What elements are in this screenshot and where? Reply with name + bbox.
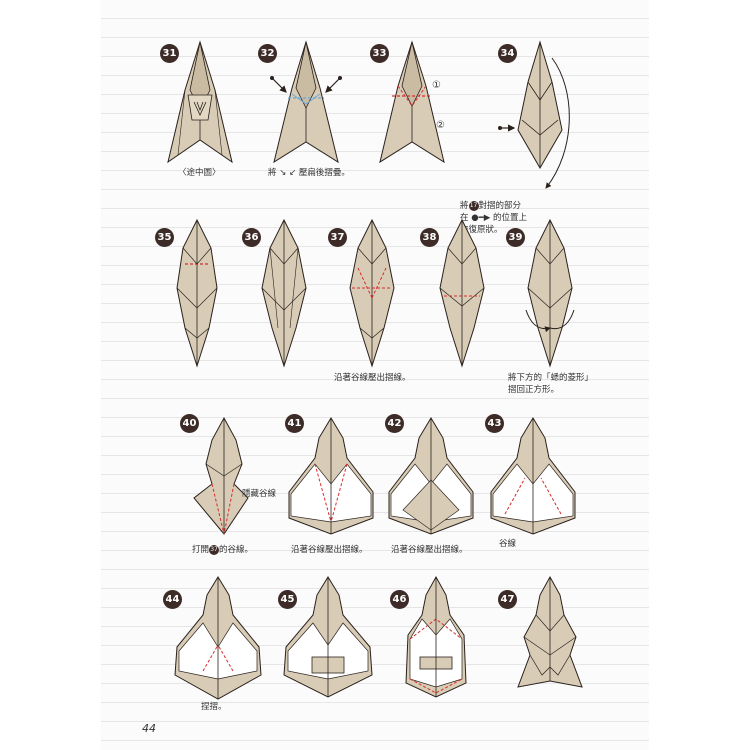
step-37-caption: 沿著谷線壓出摺線。 (334, 373, 411, 383)
caption-text: 對摺的部分 (478, 201, 522, 211)
caption-text: 打開 (192, 545, 210, 555)
step-42-caption: 沿著谷線壓出摺線。 (391, 545, 468, 555)
caption-line-3: 恢復原狀。 (460, 225, 503, 235)
step-number-badge: 44 (163, 590, 182, 609)
step-40-side-label: 隱藏谷線 (242, 489, 277, 499)
caption-line-2: 摺回正方形。 (508, 385, 560, 395)
step-number-badge: 42 (385, 414, 404, 433)
step-number-badge: 39 (506, 228, 525, 247)
step-ref-badge: 37 (209, 544, 220, 555)
step-44-caption: 捏摺。 (201, 702, 227, 712)
origami-figure-36 (261, 218, 307, 368)
step-number-badge: 36 (242, 228, 261, 247)
step-number-badge: 35 (155, 228, 174, 247)
caption-line-1: 將17對摺的部分 (460, 200, 527, 212)
step-number-badge: 32 (258, 44, 277, 63)
origami-figure-44 (174, 576, 262, 700)
origami-figure-47 (517, 575, 583, 688)
step-31-caption: 〈途中圖〉 (178, 168, 221, 178)
origami-figure-39 (525, 218, 575, 368)
origami-figure-34 (498, 40, 570, 189)
step-number-badge: 45 (278, 590, 297, 609)
caption-prefix: 將 (268, 168, 277, 178)
origami-figure-40 (193, 416, 249, 535)
origami-figure-45 (283, 576, 373, 698)
origami-figure-43 (490, 417, 576, 535)
origami-figure-33 (379, 40, 445, 164)
step-34-caption: 將17對摺的部分 在 ●━▶ 的位置上 恢復原狀。 (460, 200, 527, 236)
step-41-caption: 沿著谷線壓出摺線。 (291, 545, 368, 555)
origami-figure-41 (288, 417, 374, 535)
step-ref-badge: 17 (468, 200, 479, 211)
step-number-badge: 47 (498, 590, 517, 609)
page-number: 44 (142, 722, 156, 735)
step-number-badge: 37 (328, 228, 347, 247)
arrows-icon: ↘ ↙ (279, 168, 297, 178)
marker-2: ② (436, 120, 445, 131)
caption-line-2: 在 ●━▶ 的位置上 (460, 213, 527, 223)
step-43-side-label: 谷線 (499, 539, 517, 549)
origami-figure-31 (167, 40, 233, 164)
step-number-badge: 31 (160, 44, 179, 63)
marker-1: ① (432, 80, 441, 91)
step-39-caption: 將下方的「蟋的菱形」 摺回正方形。 (508, 372, 593, 396)
caption-line-1: 將下方的「蟋的菱形」 (508, 373, 594, 383)
step-number-badge: 41 (285, 414, 304, 433)
step-number-badge: 34 (498, 44, 517, 63)
origami-figure-32 (270, 40, 342, 164)
origami-figure-42 (388, 417, 474, 535)
caption-suffix: 壓扁後摺疊。 (298, 168, 350, 178)
origami-figure-35 (176, 218, 218, 368)
step-number-badge: 33 (370, 44, 389, 63)
origami-figure-46 (405, 575, 467, 698)
caption-text: 的谷線。 (219, 545, 254, 555)
step-40-caption: 打開37的谷線。 (192, 544, 253, 556)
step-number-badge: 38 (420, 228, 439, 247)
origami-figure-38 (439, 218, 485, 368)
caption-text: 將 (460, 201, 469, 211)
step-number-badge: 43 (485, 414, 504, 433)
step-number-badge: 40 (180, 414, 199, 433)
step-32-caption: 將 ↘ ↙ 壓扁後摺疊。 (268, 167, 350, 179)
step-number-badge: 46 (390, 590, 409, 609)
origami-figure-37 (349, 218, 395, 368)
